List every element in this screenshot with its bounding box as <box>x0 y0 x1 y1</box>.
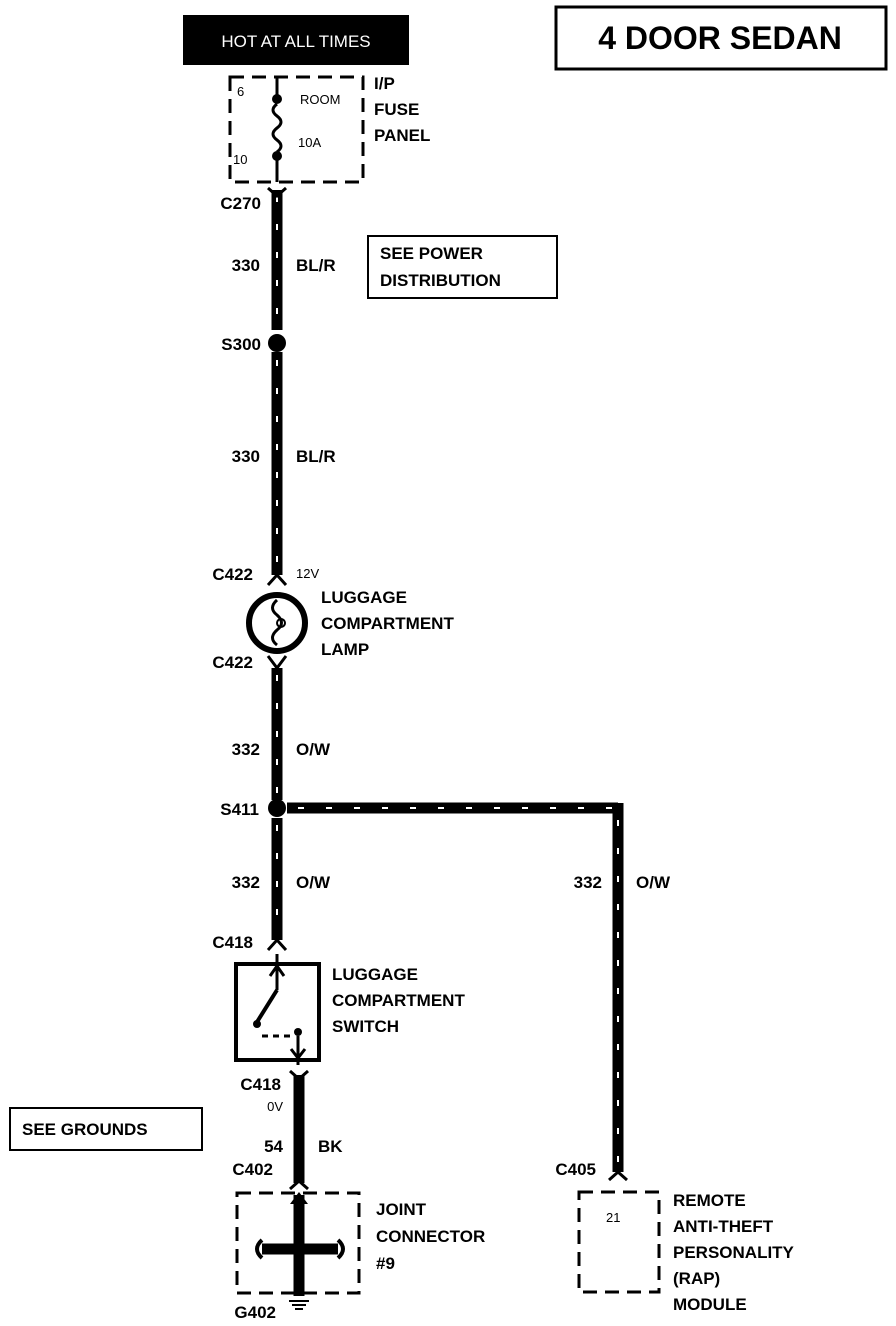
switch-label-2: COMPARTMENT <box>332 991 465 1010</box>
hot-label: HOT AT ALL TIMES <box>221 32 370 51</box>
c405-chevron <box>608 1169 628 1182</box>
c418-top-label: C418 <box>212 933 253 952</box>
switch-contact-icon <box>255 988 279 1024</box>
rap-label-1: REMOTE <box>673 1191 746 1210</box>
fuse-rating: 10A <box>298 135 321 150</box>
c402-chevron <box>289 1178 309 1191</box>
joint-label-1: JOINT <box>376 1200 427 1219</box>
w330-a-color: BL/R <box>296 256 336 275</box>
c418-top-chevron <box>266 937 288 952</box>
w332-a-circuit: 332 <box>232 740 260 759</box>
see-grounds-note: SEE GROUNDS <box>9 1107 203 1151</box>
rap-label-2: ANTI-THEFT <box>673 1217 774 1236</box>
connector-chevrons <box>266 186 628 1191</box>
rap-label-4: (RAP) <box>673 1269 720 1288</box>
rap-pin: 21 <box>606 1210 620 1225</box>
w54-color: BK <box>318 1137 343 1156</box>
g402-label: G402 <box>234 1303 276 1322</box>
w54-circuit: 54 <box>264 1137 283 1156</box>
switch-label-1: LUGGAGE <box>332 965 418 984</box>
fuse-name: ROOM <box>300 92 340 107</box>
w332-c-circuit: 332 <box>574 873 602 892</box>
joint-label-3: #9 <box>376 1254 395 1273</box>
page-title: 4 DOOR SEDAN <box>598 20 842 56</box>
w330-a-circuit: 330 <box>232 256 260 275</box>
fuse-panel-label-3: PANEL <box>374 126 430 145</box>
c402-label: C402 <box>232 1160 273 1179</box>
see-power-line-1: SEE POWER <box>380 244 483 263</box>
c422-top-label: C422 <box>212 565 253 584</box>
see-power-line-2: DISTRIBUTION <box>380 271 501 290</box>
connector-labels: C270 S300 C422 C422 S411 C418 C418 C402 … <box>212 194 596 1322</box>
fuse-panel-label-1: I/P <box>374 74 395 93</box>
lamp-label-2: COMPARTMENT <box>321 614 454 633</box>
w332-b-color: O/W <box>296 873 331 892</box>
see-power-note: SEE POWER DISTRIBUTION <box>367 235 558 299</box>
fuse-panel: 6 10 ROOM 10A I/P FUSE PANEL <box>228 74 430 184</box>
w332-b-circuit: 332 <box>232 873 260 892</box>
lamp-label-1: LUGGAGE <box>321 588 407 607</box>
w332-a-color: O/W <box>296 740 331 759</box>
see-grounds-label: SEE GROUNDS <box>22 1120 148 1139</box>
joint-label-2: CONNECTOR <box>376 1227 485 1246</box>
c418-bottom-chevron <box>289 1069 309 1082</box>
wire-stripes <box>276 196 619 1165</box>
wire-labels: 330 BL/R 330 BL/R 332 O/W 332 O/W 332 O/… <box>232 256 671 1156</box>
fuse-pin-top: 6 <box>237 84 244 99</box>
w330-b-color: BL/R <box>296 447 336 466</box>
fuse-panel-label-2: FUSE <box>374 100 419 119</box>
c418-bottom-label: C418 <box>240 1075 281 1094</box>
joint-connector: JOINT CONNECTOR #9 <box>235 1191 485 1310</box>
c422-bottom-label: C422 <box>212 653 253 672</box>
rap-label-3: PERSONALITY <box>673 1243 795 1262</box>
c422-bottom-chevron <box>266 655 288 671</box>
rap-label-5: MODULE <box>673 1295 747 1314</box>
switch-label-3: SWITCH <box>332 1017 399 1036</box>
c405-label: C405 <box>555 1160 596 1179</box>
title-box: 4 DOOR SEDAN <box>554 5 888 71</box>
splice-s300 <box>268 334 286 352</box>
luggage-switch: LUGGAGE COMPARTMENT SWITCH <box>234 954 465 1065</box>
wire-segments <box>271 190 624 1183</box>
w330-b-circuit: 330 <box>232 447 260 466</box>
voltage-0v: 0V <box>267 1099 283 1114</box>
luggage-lamp: LUGGAGE COMPARTMENT LAMP <box>246 588 454 659</box>
fuse-pin-bottom: 10 <box>233 152 247 167</box>
fuse-icon <box>271 102 283 154</box>
w332-c-color: O/W <box>636 873 671 892</box>
s300-label: S300 <box>221 335 261 354</box>
rap-module: 21 REMOTE ANTI-THEFT PERSONALITY (RAP) M… <box>577 1190 795 1314</box>
c270-chevron <box>267 186 287 199</box>
hot-at-all-times-banner: HOT AT ALL TIMES <box>183 15 409 65</box>
c270-label: C270 <box>220 194 261 213</box>
voltage-labels: 12V 0V <box>267 566 319 1114</box>
s411-label: S411 <box>220 800 259 819</box>
splice-s411 <box>268 799 286 817</box>
c422-top-chevron <box>266 572 288 587</box>
voltage-12v: 12V <box>296 566 319 581</box>
lamp-label-3: LAMP <box>321 640 369 659</box>
